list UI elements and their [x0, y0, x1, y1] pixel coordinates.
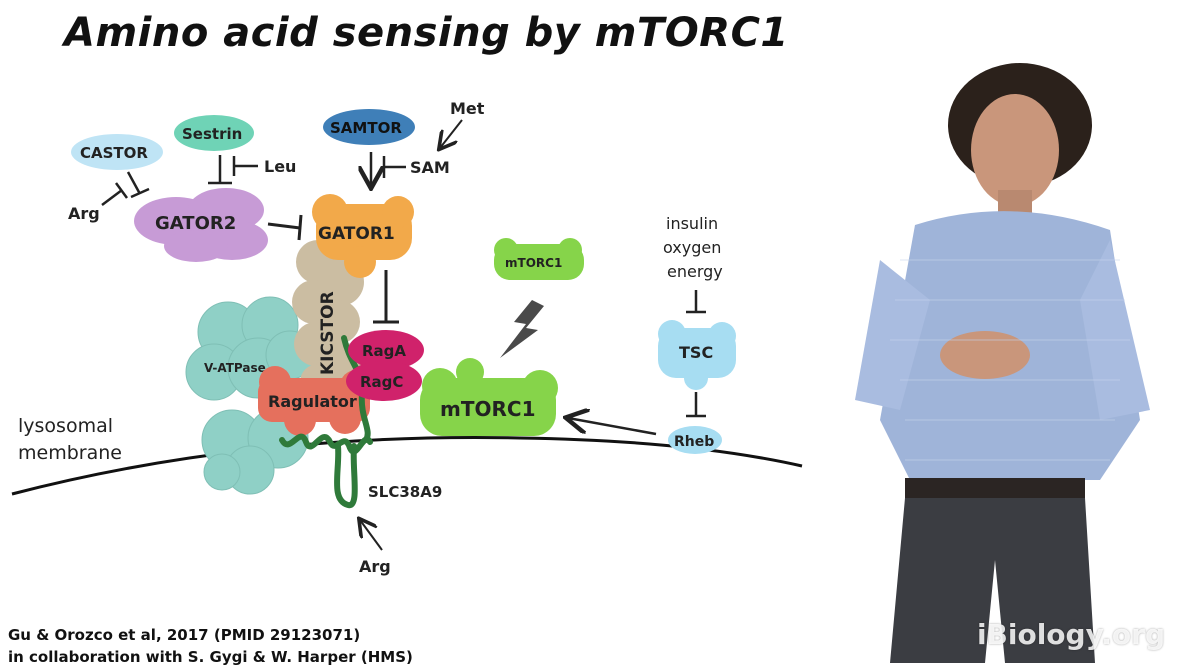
mtorc1-free-label: mTORC1 [505, 256, 562, 270]
samtor-node [323, 109, 415, 145]
met-to-sam-arrow [440, 119, 463, 148]
castor-label: CASTOR [80, 144, 148, 162]
castor-inhibits-gator2-line [126, 171, 142, 195]
translocation-arrow [500, 300, 544, 358]
leu-label: Leu [264, 157, 296, 176]
speaker-photo [840, 60, 1199, 663]
ibiology-watermark: iBiology.org [976, 618, 1165, 651]
insulin-label: insulin [666, 214, 718, 233]
rheb-node [668, 426, 722, 454]
gator2-label: GATOR2 [155, 213, 236, 234]
tsc-complex: TSC [658, 320, 736, 390]
arg-inhibits-castor-bar [114, 182, 129, 199]
v-atpase-label: V-ATPase [204, 361, 266, 375]
kicstor-label: KICSTOR [318, 291, 338, 375]
slc38a9-label: SLC38A9 [368, 483, 442, 501]
ragc-label: RagC [360, 373, 403, 391]
rheb-label: Rheb [674, 434, 714, 450]
mtorc1-lysosomal: mTORC1 [420, 358, 558, 436]
met-label: Met [450, 99, 485, 118]
gator1-label: GATOR1 [318, 224, 395, 244]
lysosomal-membrane-line [11, 436, 803, 496]
citation-line-2: in collaboration with S. Gygi & W. Harpe… [8, 648, 413, 666]
rag-gtpases: RagA RagC [346, 330, 424, 401]
gator2-inhibits-gator1-line [267, 222, 301, 230]
slide-title: Amino acid sensing by mTORC1 [64, 10, 789, 56]
energy-label: energy [667, 262, 723, 281]
arg-inhibits-castor-line [101, 189, 123, 206]
arg-bottom-label: Arg [359, 557, 391, 576]
arg-left-label: Arg [68, 204, 100, 223]
samtor-label: SAMTOR [330, 119, 402, 137]
rheb-activates-mtorc1-arrow [568, 418, 657, 436]
gator1-complex: GATOR1 [312, 194, 414, 278]
gator2-complex: GATOR2 [134, 188, 268, 262]
citation-line-1: Gu & Orozco et al, 2017 (PMID 29123071) [8, 626, 361, 644]
castor-node [71, 134, 163, 170]
mtorc1-bound-label: mTORC1 [440, 397, 535, 421]
mtorc1-cytosolic: mTORC1 [494, 238, 584, 280]
castor-inhibits-gator2-bar [130, 187, 150, 199]
arg-to-slc38a9-arrow [360, 520, 383, 551]
oxygen-label: oxygen [663, 238, 721, 257]
sestrin-node [174, 115, 254, 151]
membrane-label: membrane [18, 442, 122, 464]
gator2-inhibits-gator1-bar [297, 214, 303, 241]
tsc-label: TSC [679, 343, 713, 362]
ragulator-label: Ragulator [268, 392, 357, 411]
lysosomal-label: lysosomal [18, 415, 113, 437]
sam-label: SAM [410, 158, 450, 177]
sestrin-label: Sestrin [182, 125, 242, 143]
raga-label: RagA [362, 342, 406, 360]
